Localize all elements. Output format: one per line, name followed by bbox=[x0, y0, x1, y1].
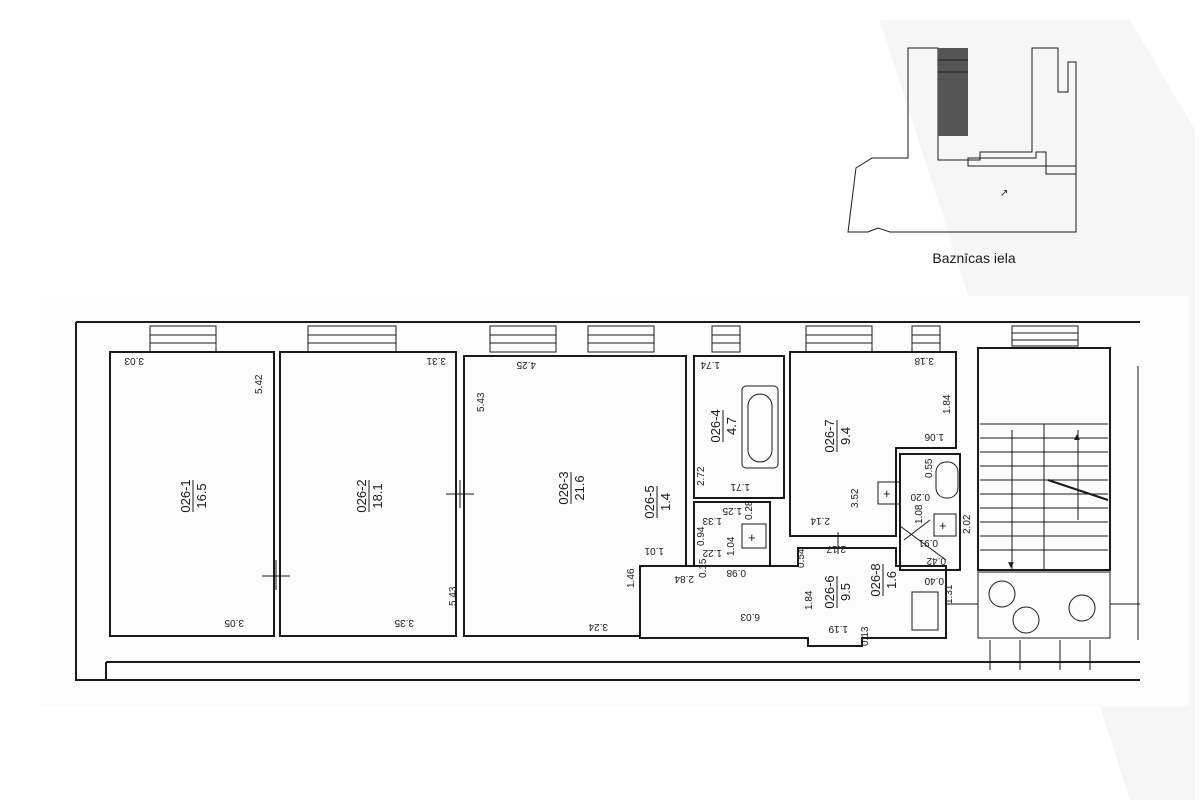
dimension-label: 1.31 bbox=[944, 584, 955, 604]
dimension-label: 6.03 bbox=[740, 611, 760, 622]
dimension-label: 4.25 bbox=[516, 359, 536, 370]
dimension-label: 1.84 bbox=[942, 394, 953, 414]
dimension-label: 1.33 bbox=[702, 515, 722, 526]
room-id: 026-4 bbox=[708, 409, 723, 442]
room-label-026-2: 026-2 18.1 bbox=[354, 479, 385, 512]
room-area: 1.4 bbox=[658, 493, 673, 511]
bathtub-icon bbox=[741, 385, 779, 469]
room-label-026-6: 026-6 9.5 bbox=[822, 575, 853, 608]
stair-arrow-up-icon: ▲ bbox=[1072, 432, 1082, 443]
room-id: 026-7 bbox=[822, 419, 837, 452]
dimension-label: 1.08 bbox=[914, 504, 925, 524]
dimension-label: 2.14 bbox=[810, 515, 830, 526]
dimension-label: 0.98 bbox=[726, 567, 746, 578]
dimension-label: 0.13 bbox=[860, 626, 871, 646]
svg-text:+: + bbox=[939, 518, 947, 533]
highlighted-unit bbox=[938, 48, 968, 136]
windows bbox=[149, 325, 1079, 353]
room-id: 026-3 bbox=[556, 471, 571, 504]
lift-circle-icon bbox=[988, 580, 1016, 608]
dimension-label: 3.05 bbox=[224, 617, 244, 628]
dimension-label: 2.84 bbox=[674, 573, 694, 584]
dimension-label: 5.43 bbox=[448, 586, 459, 606]
dimension-label: 3.31 bbox=[426, 355, 446, 366]
dimension-label: 1.04 bbox=[726, 536, 737, 556]
dimension-label: 2.17 bbox=[826, 543, 846, 554]
room-label-026-5: 026-5 1.4 bbox=[642, 485, 673, 518]
street-label: Baznīcas iela bbox=[932, 250, 1015, 266]
dimension-labels: 3.03 5.42 3.05 3.31 3.35 5.43 5.43 4.25 … bbox=[124, 355, 973, 646]
dimension-label: 3.03 bbox=[124, 355, 144, 366]
room-label-026-8: 026-8 1.6 bbox=[868, 563, 899, 596]
dimension-label: 5.43 bbox=[476, 392, 487, 412]
dimension-label: 0.40 bbox=[924, 575, 944, 586]
room-area: 9.5 bbox=[838, 583, 853, 601]
dimension-label: 3.18 bbox=[914, 355, 934, 366]
room-026-7 bbox=[789, 351, 957, 537]
dimension-label: 0.42 bbox=[926, 555, 946, 566]
room-area: 4.7 bbox=[724, 417, 739, 435]
dimension-label: 1.22 bbox=[702, 547, 722, 558]
svg-text:+: + bbox=[883, 486, 891, 501]
dimension-label: 1.19 bbox=[828, 623, 848, 634]
room-026-4 bbox=[693, 355, 785, 499]
room-area: 1.6 bbox=[884, 571, 899, 589]
dimension-label: 0.54 bbox=[796, 548, 807, 568]
dimension-label: 0.55 bbox=[924, 458, 935, 478]
dimension-label: 2.02 bbox=[962, 514, 973, 534]
dimension-label: 0.20 bbox=[910, 491, 930, 502]
stair-arrow-down-icon: ▼ bbox=[1006, 560, 1016, 571]
room-026-8 bbox=[899, 453, 961, 571]
room-026-1 bbox=[109, 351, 275, 637]
corridor-room-026-6 bbox=[639, 547, 947, 647]
dimension-label: 1.01 bbox=[644, 545, 664, 556]
dimension-label: 0.91 bbox=[918, 537, 938, 548]
room-id: 026-1 bbox=[178, 479, 193, 512]
dimension-label: 0.28 bbox=[744, 500, 755, 520]
lift-circle-icon bbox=[1012, 606, 1040, 634]
room-area: 9.4 bbox=[838, 427, 853, 445]
dimension-label: 1.46 bbox=[626, 568, 637, 588]
room-area: 18.1 bbox=[370, 483, 385, 508]
room-label-026-7: 026-7 9.4 bbox=[822, 419, 853, 452]
room-area: 16.5 bbox=[194, 483, 209, 508]
dimension-label: 0.94 bbox=[696, 526, 707, 546]
floor-drain-icon bbox=[933, 513, 957, 537]
heater-icon bbox=[911, 591, 939, 631]
dimension-label: 1.06 bbox=[924, 431, 944, 442]
room-label-026-4: 026-4 4.7 bbox=[708, 409, 739, 442]
stair-treads bbox=[980, 423, 1108, 551]
sink-icon bbox=[877, 481, 901, 505]
svg-text:+: + bbox=[748, 530, 756, 545]
dimension-label: 2.72 bbox=[696, 466, 707, 486]
room-id: 026-2 bbox=[354, 479, 369, 512]
dimension-label: 1.71 bbox=[730, 481, 750, 492]
room-id: 026-8 bbox=[868, 563, 883, 596]
door-marks bbox=[262, 480, 947, 590]
washbasin-icon bbox=[741, 523, 767, 549]
dimension-label: 1.74 bbox=[700, 359, 720, 370]
lift-circle-icon bbox=[1068, 594, 1096, 622]
fixtures: + + + bbox=[741, 385, 959, 631]
room-id: 026-6 bbox=[822, 575, 837, 608]
outer-walls bbox=[75, 321, 1140, 681]
stairwell: ▼ ▲ bbox=[946, 347, 1140, 670]
toilet-icon bbox=[935, 461, 959, 499]
dimension-label: 1.84 bbox=[804, 590, 815, 610]
dimension-label: 3.24 bbox=[588, 621, 608, 632]
room-label-026-3: 026-3 21.6 bbox=[556, 471, 587, 504]
site-key-plan: ↗ bbox=[847, 47, 1077, 233]
plan-sheet bbox=[40, 296, 1190, 706]
dimension-label: 1.25 bbox=[722, 505, 742, 516]
room-id: 026-5 bbox=[642, 485, 657, 518]
dimension-label: 0.15 bbox=[698, 558, 709, 578]
dimension-label: 5.42 bbox=[254, 374, 265, 394]
room-area: 21.6 bbox=[572, 475, 587, 500]
compass-mark: ↗ bbox=[1000, 188, 1008, 199]
room-label-026-1: 026-1 16.5 bbox=[178, 479, 209, 512]
dimension-label: 3.35 bbox=[394, 617, 414, 628]
dimension-label: 3.52 bbox=[850, 488, 861, 508]
